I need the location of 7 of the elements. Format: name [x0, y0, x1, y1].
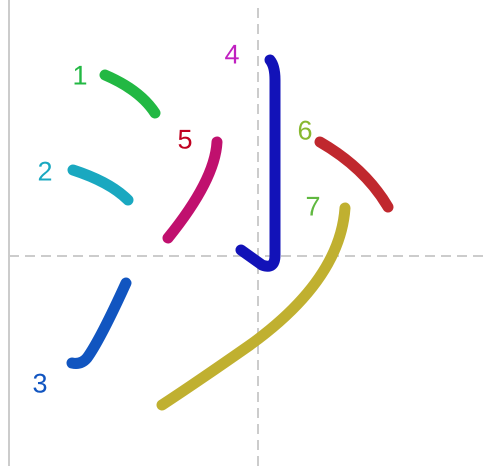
stroke-number: 5 — [177, 126, 193, 154]
stroke-number: 6 — [297, 118, 313, 144]
stroke-number: 3 — [32, 370, 48, 398]
stroke-number: 7 — [305, 194, 321, 220]
stroke-number: 2 — [37, 158, 53, 186]
stroke-number: 4 — [224, 42, 240, 68]
stroke-number: 1 — [72, 62, 88, 90]
